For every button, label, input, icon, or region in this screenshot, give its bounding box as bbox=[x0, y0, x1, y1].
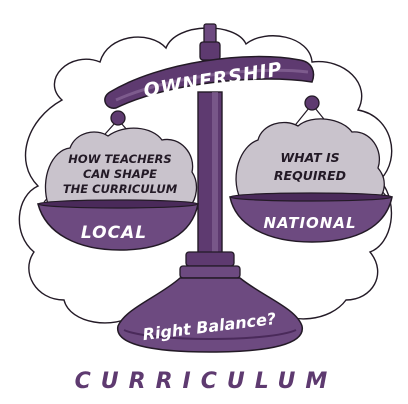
base-shadow bbox=[123, 329, 297, 340]
left-pan-rim bbox=[37, 199, 199, 209]
left-pan-bowl bbox=[37, 203, 199, 251]
scale-base bbox=[117, 277, 303, 353]
right-pan-contents: WHAT IS REQUIRED bbox=[274, 150, 346, 183]
left-pan-contents: HOW TEACHERS CAN SHAPE THE CURRICULUM bbox=[63, 152, 178, 196]
left-pan-line-3: THE CURRICULUM bbox=[63, 182, 178, 196]
right-pan-bowl bbox=[229, 196, 393, 243]
right-hinge bbox=[304, 95, 320, 111]
left-hinge bbox=[110, 110, 126, 126]
caption: CURRICULUM bbox=[75, 369, 338, 394]
right-pan-line-1: WHAT IS bbox=[280, 150, 339, 165]
beam-highlight bbox=[115, 68, 309, 102]
pole-collar-top bbox=[185, 251, 235, 267]
right-pan-rim bbox=[229, 192, 393, 202]
left-pan-line-1: HOW TEACHERS bbox=[68, 152, 171, 166]
right-pan-pile bbox=[235, 118, 385, 199]
pole-highlight bbox=[212, 92, 218, 292]
left-pan-label: LOCAL bbox=[81, 223, 147, 243]
left-pan-line-2: CAN SHAPE bbox=[83, 167, 157, 181]
right-pan-line-2: REQUIRED bbox=[274, 168, 346, 183]
left-pan-pile bbox=[44, 127, 198, 207]
pole-collar-bottom bbox=[179, 265, 241, 279]
top-finial bbox=[199, 23, 221, 61]
right-pan-label: NATIONAL bbox=[263, 214, 356, 232]
